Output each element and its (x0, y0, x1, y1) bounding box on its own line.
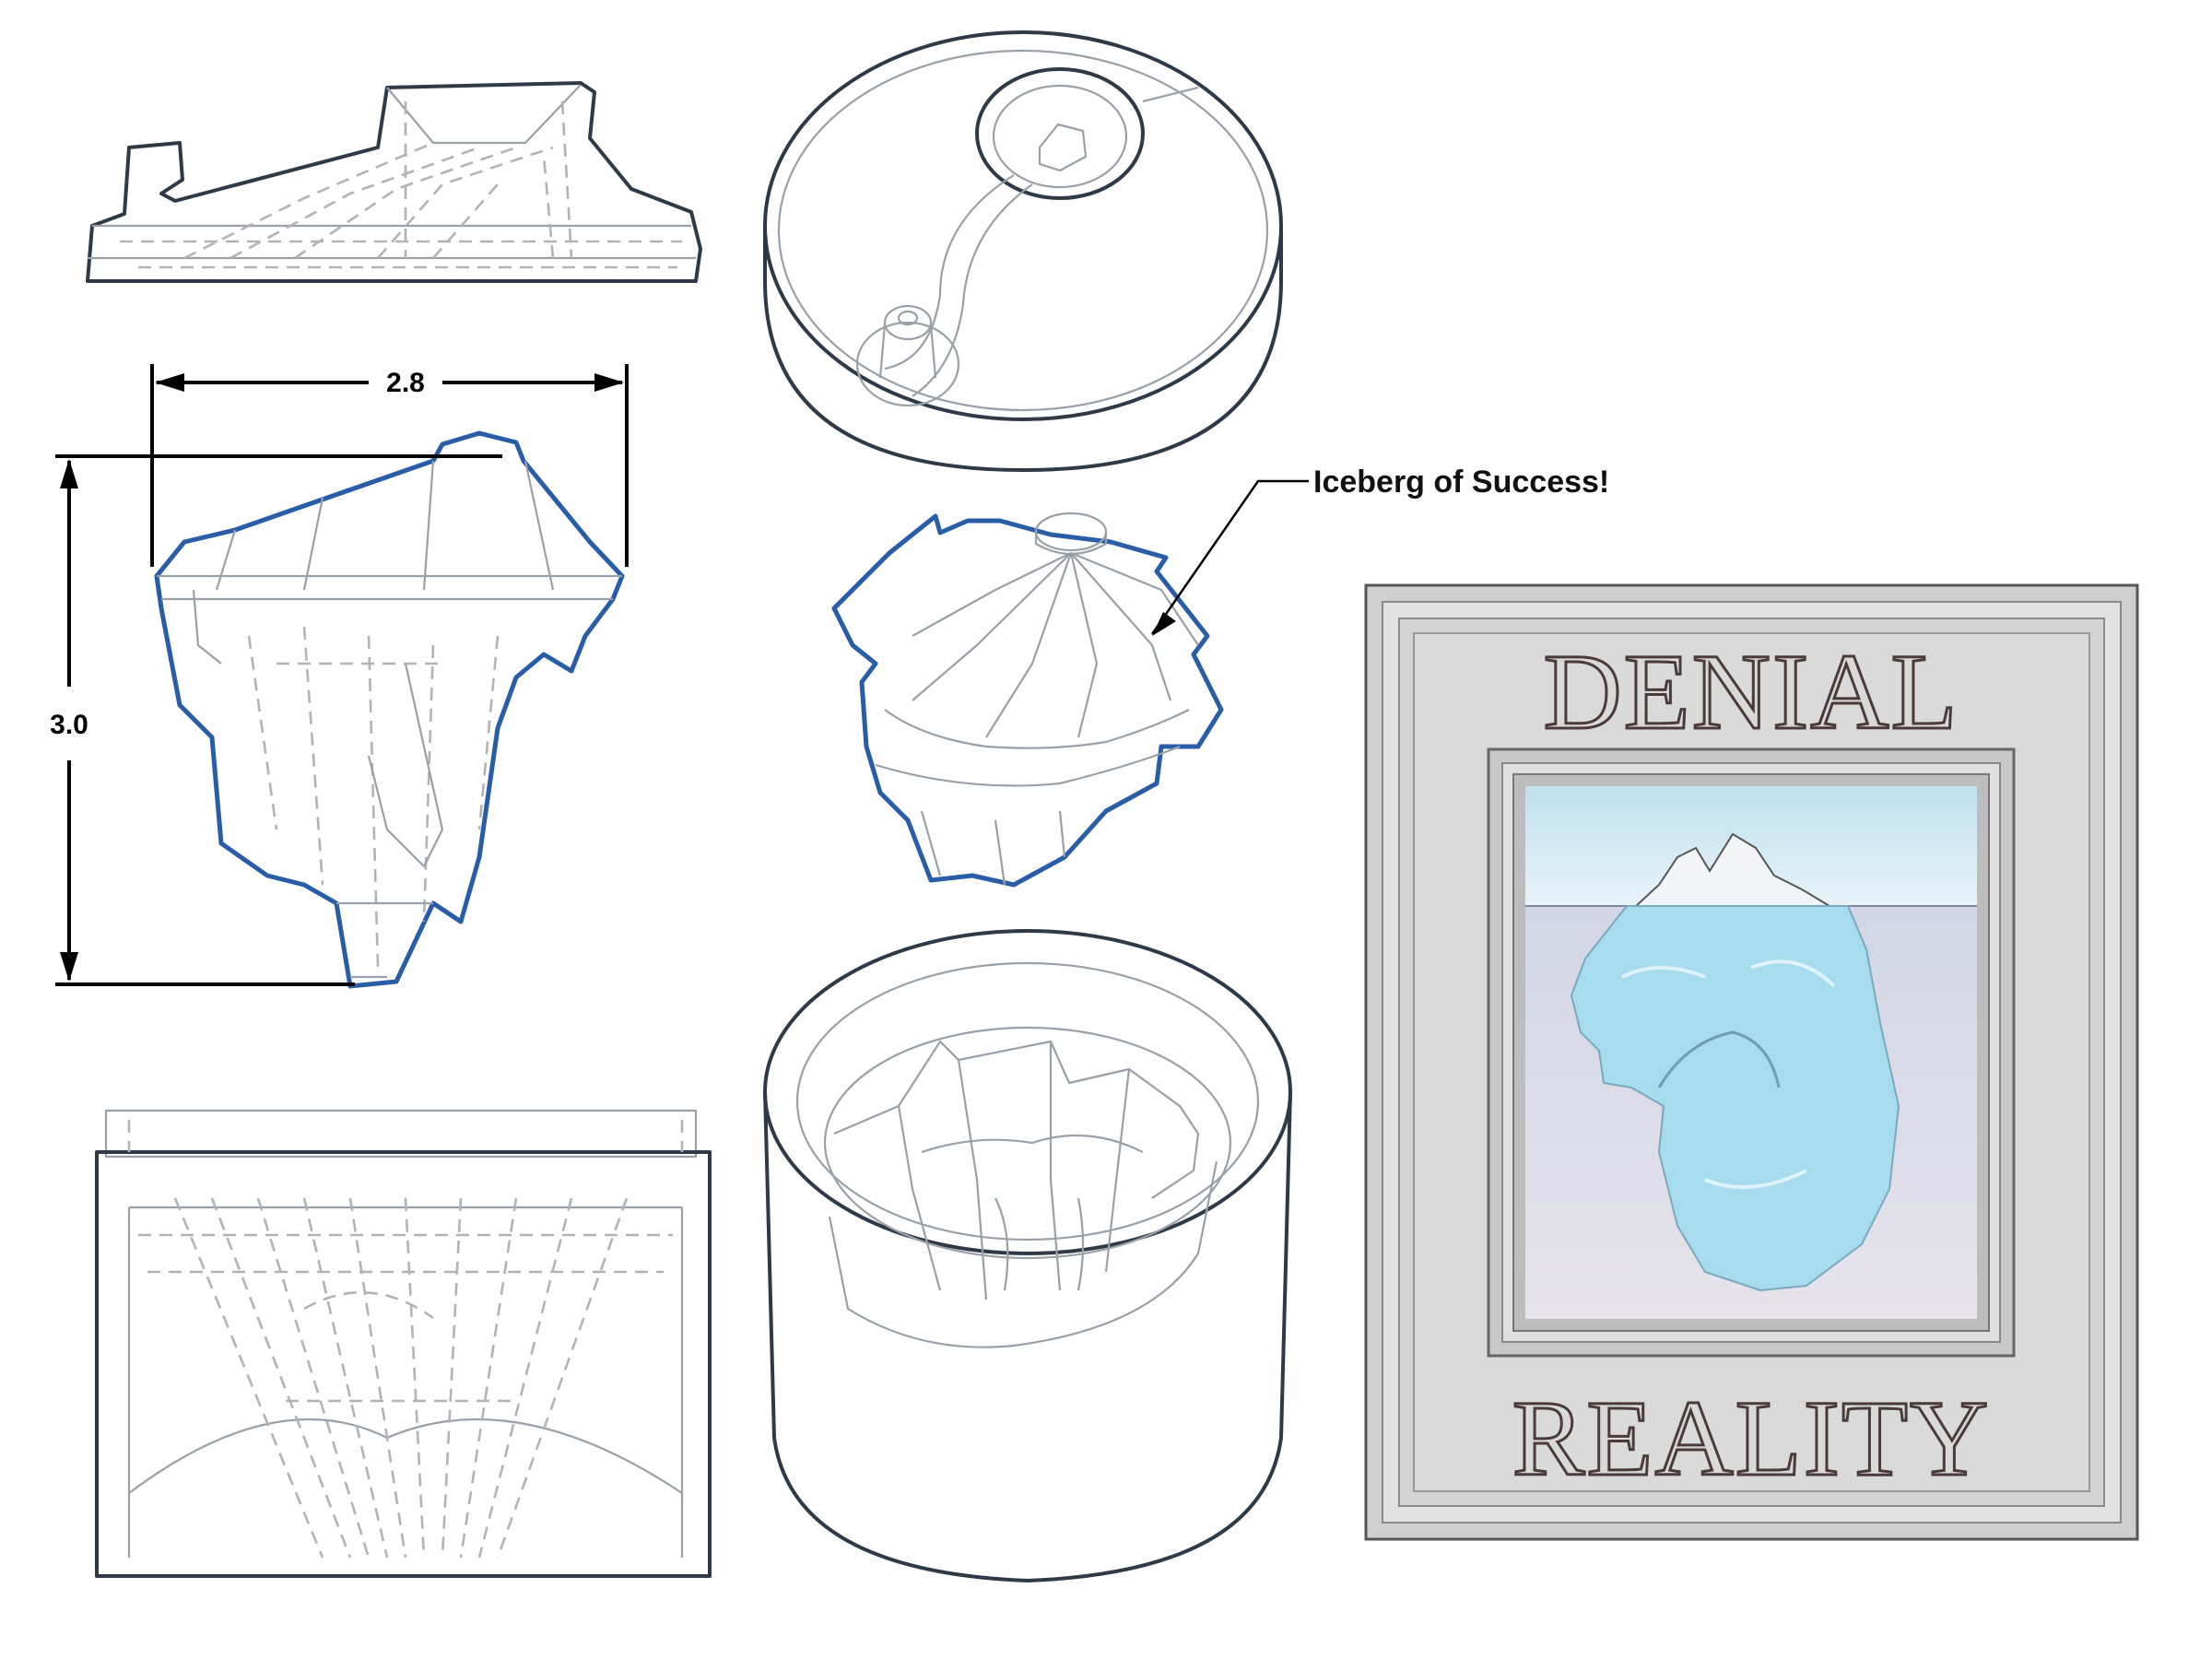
stand-isometric-view (763, 30, 1283, 472)
stand-side-elevation (86, 81, 702, 283)
frame-top-word: DENIAL (1543, 631, 1959, 752)
denial-reality-frame: DENIAL REALITY (1364, 583, 2139, 1541)
iceberg-isometric-view: Iceberg of Success! (831, 465, 1609, 888)
height-dimension-label: 3.0 (50, 710, 88, 740)
frame-bottom-word: REALITY (1512, 1378, 1991, 1499)
iceberg-front-elevation: 2.8 3.0 (50, 364, 629, 989)
mold-isometric-view (763, 929, 1292, 1583)
iceberg-callout-label: Iceberg of Success! (1313, 465, 1609, 500)
width-dimension-label: 2.8 (386, 368, 425, 398)
mold-front-elevation (95, 1109, 712, 1578)
